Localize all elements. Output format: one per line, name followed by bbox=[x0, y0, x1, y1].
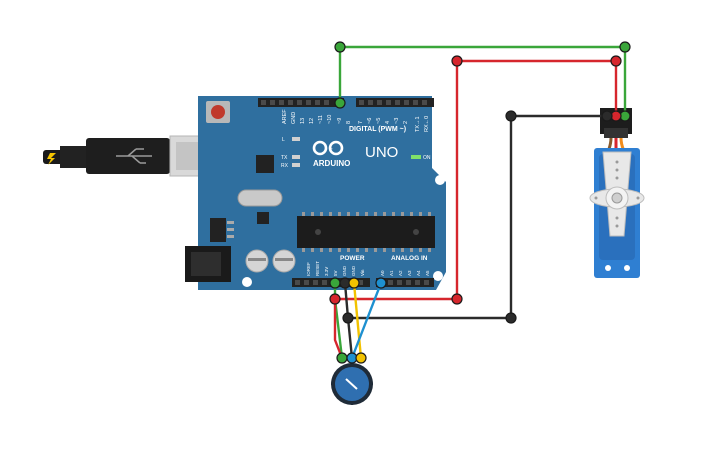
capacitor bbox=[272, 249, 296, 273]
led-label-tx: TX bbox=[281, 155, 288, 161]
pin-label-gnd1: GND bbox=[342, 265, 347, 276]
status-leds: L TX RX ON bbox=[281, 137, 431, 169]
arduino-board[interactable]: AREF GND 13 12 ~11 ~10 ~9 8 7 ~6 ~5 4 ~3… bbox=[185, 96, 446, 290]
pin-label-12: 12 bbox=[309, 118, 315, 124]
usb-symbol-icon bbox=[116, 148, 152, 164]
pin-label-a4: A4 bbox=[416, 270, 421, 276]
pin-label-5v: 5V bbox=[333, 270, 338, 276]
voltage-regulator bbox=[210, 218, 226, 242]
wire-green-signal[interactable] bbox=[338, 45, 627, 116]
pin-label-3v3: 3.3V bbox=[324, 267, 329, 276]
pin-label-10: ~10 bbox=[327, 115, 333, 124]
atmega-microcontroller bbox=[297, 212, 435, 252]
crystal bbox=[237, 189, 283, 207]
pin-label-7: 7 bbox=[358, 121, 364, 124]
pin-label-11: ~11 bbox=[318, 115, 324, 124]
wire-yellow-pot[interactable] bbox=[352, 282, 363, 359]
pin-label-13: 13 bbox=[300, 118, 306, 124]
pin-label-reset: RESET bbox=[315, 261, 320, 276]
pin-label-gnd: GND bbox=[291, 112, 297, 124]
pin-label-ioref: IOREF bbox=[306, 262, 311, 276]
brand-label: ARDUINO bbox=[313, 159, 350, 168]
capacitor bbox=[245, 249, 269, 273]
potentiometer[interactable] bbox=[331, 363, 373, 405]
lightning-icon bbox=[47, 153, 56, 165]
analog-header bbox=[376, 278, 434, 287]
usb-chip bbox=[256, 155, 274, 173]
regulator-small bbox=[257, 212, 269, 224]
pin-label-3: ~3 bbox=[394, 118, 400, 124]
reset-button[interactable] bbox=[206, 101, 230, 123]
micro-servo[interactable] bbox=[589, 108, 645, 278]
wire-blue-pot[interactable] bbox=[350, 282, 383, 359]
pin-label-8: 8 bbox=[346, 121, 352, 124]
pin-label-a5: A5 bbox=[425, 270, 430, 276]
mounting-hole bbox=[433, 271, 443, 281]
pin-label-vin: Vin bbox=[360, 269, 365, 276]
digital-header-label: DIGITAL (PWM ~) bbox=[349, 126, 406, 133]
led-label-l: L bbox=[282, 137, 285, 143]
pin-label-4: 4 bbox=[385, 121, 391, 124]
led-label-rx: RX bbox=[281, 163, 289, 169]
pin-label-aref: AREF bbox=[282, 109, 288, 124]
svg-text:- +: - + bbox=[325, 147, 333, 153]
pin-label-rx0: RX←0 bbox=[424, 116, 430, 132]
model-label: UNO bbox=[365, 144, 398, 161]
power-label: POWER bbox=[340, 255, 365, 262]
wire-red-pot[interactable] bbox=[333, 299, 344, 359]
mounting-hole bbox=[435, 175, 445, 185]
wire-black-ground[interactable] bbox=[348, 114, 607, 320]
wire-endpoints bbox=[329, 41, 631, 364]
pin-label-9: ~9 bbox=[337, 118, 343, 124]
pin-label-gnd2: GND bbox=[351, 265, 356, 276]
pin-label-a0: A0 bbox=[380, 270, 385, 276]
on-label: ON bbox=[423, 155, 431, 161]
servo-horn[interactable] bbox=[589, 151, 645, 237]
mounting-hole bbox=[242, 277, 252, 287]
analog-label: ANALOG IN bbox=[391, 255, 428, 262]
pin-label-a1: A1 bbox=[389, 270, 394, 276]
pin-label-2: 2 bbox=[403, 121, 409, 124]
pin-label-a3: A3 bbox=[407, 270, 412, 276]
pin-label-6: ~6 bbox=[367, 118, 373, 124]
arduino-logo-icon bbox=[312, 140, 344, 156]
pin-label-tx1: TX→1 bbox=[415, 116, 421, 132]
pin-label-a2: A2 bbox=[398, 270, 403, 276]
pot-knob-indicator bbox=[345, 378, 358, 390]
pin-label-5: ~5 bbox=[376, 118, 382, 124]
